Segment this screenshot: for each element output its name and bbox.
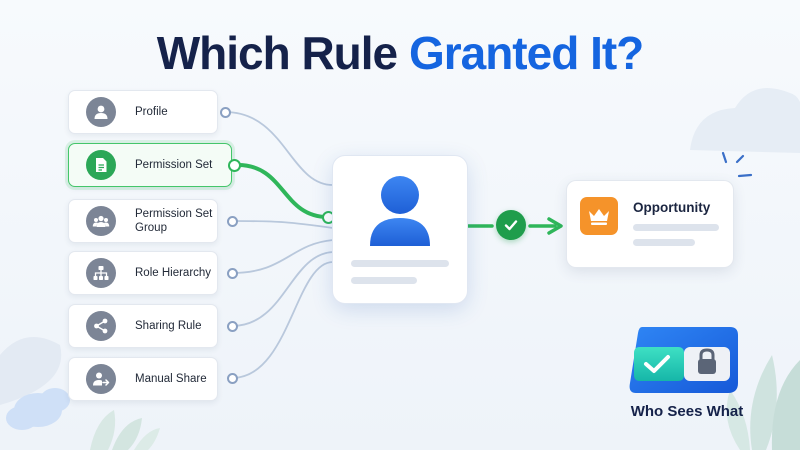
rule-card-profile[interactable]: Profile xyxy=(68,90,218,134)
object-card-opportunity[interactable]: Opportunity xyxy=(567,181,733,267)
rule-label: Sharing Rule xyxy=(135,320,202,332)
crown-icon xyxy=(580,197,618,235)
hierarchy-icon xyxy=(86,258,116,288)
connector-dot-permission-set xyxy=(228,159,241,172)
link-sharing-rule xyxy=(231,251,334,327)
rule-label: Manual Share xyxy=(135,373,207,385)
page-title: Which Rule Granted It? xyxy=(0,26,800,80)
who-sees-what-logo xyxy=(629,327,738,393)
title-part-accent: Granted It? xyxy=(408,27,644,79)
user-detail-bar xyxy=(351,277,417,284)
lock-icon xyxy=(699,348,715,360)
object-detail-bar xyxy=(633,239,695,246)
check-icon xyxy=(644,355,670,373)
link-permission-set-active xyxy=(236,163,330,219)
rule-card-manual-share[interactable]: Manual Share xyxy=(68,357,218,401)
user-card[interactable] xyxy=(333,156,467,303)
title-part-dark: Which Rule xyxy=(156,27,409,79)
user-avatar-icon xyxy=(370,176,430,246)
rule-label-line1: Permission Set xyxy=(135,208,213,220)
rule-card-role-hierarchy[interactable]: Role Hierarchy xyxy=(68,251,218,295)
check-icon xyxy=(504,220,518,231)
rule-label: Profile xyxy=(135,106,168,118)
document-icon xyxy=(86,150,116,180)
object-detail-bar xyxy=(633,224,719,231)
person-arrow-icon xyxy=(86,364,116,394)
connector-dot-role-hierarchy xyxy=(227,268,238,279)
brand-label: Who Sees What xyxy=(630,403,744,420)
spark-lines-icon xyxy=(721,151,753,178)
link-manual-share xyxy=(231,261,334,379)
granted-check-badge xyxy=(496,210,526,240)
person-icon xyxy=(86,97,116,127)
arrow-head-icon xyxy=(547,217,563,235)
connector-dot-profile xyxy=(220,107,231,118)
rule-label: Permission Set xyxy=(135,159,213,171)
rule-label: Role Hierarchy xyxy=(135,267,212,279)
rule-card-sharing-rule[interactable]: Sharing Rule xyxy=(68,304,218,348)
connector-dot-sharing-rule xyxy=(227,321,238,332)
object-title: Opportunity xyxy=(633,200,711,215)
link-profile xyxy=(224,111,334,186)
link-role-hierarchy xyxy=(231,239,334,274)
rule-label-line2: Group xyxy=(135,222,167,234)
connector-dot-permission-set-group xyxy=(227,216,238,227)
connector-dot-manual-share xyxy=(227,373,238,384)
group-icon xyxy=(86,206,116,236)
link-permission-set-group xyxy=(231,220,334,229)
rule-card-permission-set[interactable]: Permission Set xyxy=(68,143,232,187)
user-detail-bar xyxy=(351,260,449,267)
share-icon xyxy=(86,311,116,341)
